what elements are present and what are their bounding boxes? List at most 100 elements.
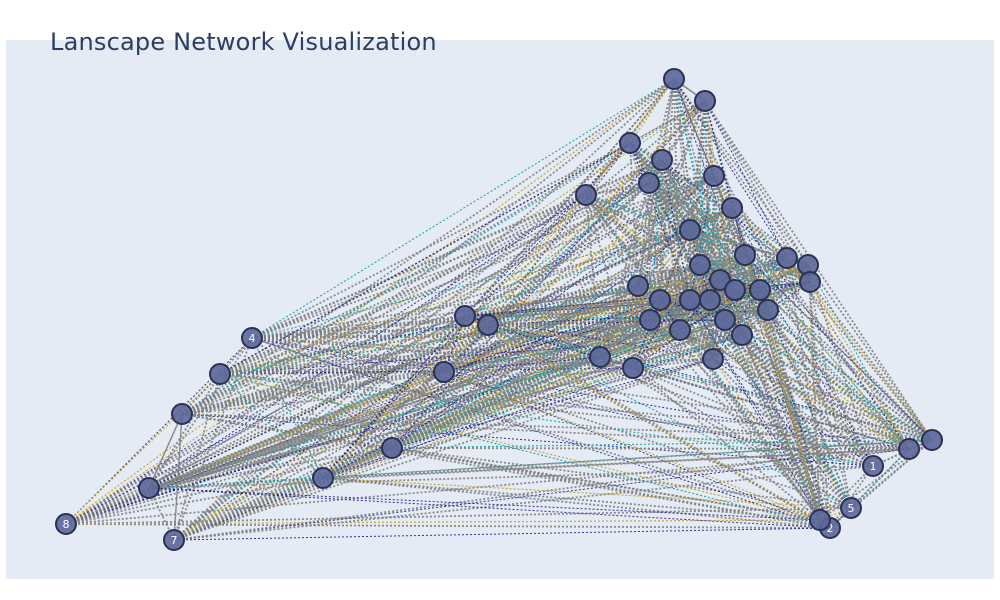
edge-142: [731, 207, 874, 467]
edge-582: [731, 207, 910, 450]
node-n18[interactable]: [622, 357, 644, 379]
edge-49: [173, 175, 715, 541]
node-n27[interactable]: [679, 289, 701, 311]
node-n26[interactable]: [702, 348, 724, 370]
edge-51: [173, 358, 714, 541]
node-n44[interactable]: [679, 219, 701, 241]
edge-691: [819, 439, 933, 521]
node-n38[interactable]: [749, 279, 771, 301]
edge-19: [65, 299, 691, 525]
node-n8[interactable]: [171, 403, 193, 425]
edge-554: [699, 100, 706, 266]
node-circle: [589, 346, 611, 368]
node-n6[interactable]: 4: [241, 327, 263, 349]
edge-519: [661, 159, 701, 266]
edge-501: [648, 182, 821, 521]
node-n41[interactable]: [709, 269, 731, 291]
edge-188: [148, 367, 634, 489]
edge-354: [464, 315, 933, 441]
edge-438: [629, 142, 691, 301]
node-n32[interactable]: [799, 271, 821, 293]
edge-542: [659, 78, 675, 301]
node-circle: [699, 289, 721, 311]
edge-463: [632, 264, 701, 369]
node-n43[interactable]: [649, 289, 671, 311]
node-n15[interactable]: [575, 184, 597, 206]
edge-57: [173, 448, 910, 541]
edge-695: [649, 319, 933, 441]
edge-735: [659, 254, 746, 301]
edge-291: [391, 371, 445, 449]
edge-36: [173, 373, 221, 541]
edge-229: [181, 413, 910, 450]
edge-491: [648, 175, 715, 184]
edge-5: [65, 477, 324, 525]
edge-386: [487, 289, 736, 326]
node-n19[interactable]: [627, 275, 649, 297]
node-n13[interactable]: [454, 305, 476, 327]
node-n36[interactable]: [809, 509, 831, 531]
node-n21[interactable]: [651, 149, 673, 171]
node-n12[interactable]: [433, 361, 455, 383]
node-n2[interactable]: 7: [163, 529, 185, 551]
node-n20[interactable]: [638, 172, 660, 194]
edge-640: [689, 229, 743, 336]
node-n30[interactable]: [757, 299, 779, 321]
edge-255: [219, 373, 933, 441]
node-n24[interactable]: [703, 165, 725, 187]
edge-218: [181, 285, 639, 415]
edge-314: [391, 229, 691, 449]
node-circle: [663, 68, 685, 90]
node-n39[interactable]: [669, 319, 691, 341]
node-n3[interactable]: 5: [840, 497, 862, 519]
node-n46[interactable]: [724, 279, 746, 301]
edge-674: [734, 281, 811, 291]
edge-714: [679, 289, 761, 331]
node-n7[interactable]: [138, 477, 160, 499]
edge-718: [689, 229, 761, 291]
node-n23[interactable]: [694, 90, 716, 112]
edge-146: [807, 264, 874, 467]
edge-536: [673, 78, 811, 283]
node-n37[interactable]: [689, 254, 711, 276]
edge-203: [148, 264, 701, 489]
edge-573: [709, 175, 715, 301]
node-n16[interactable]: [589, 346, 611, 368]
node-n29[interactable]: [731, 324, 753, 346]
edge-525: [659, 159, 663, 301]
edge-384: [487, 229, 691, 326]
node-n45[interactable]: [699, 289, 721, 311]
node-n40[interactable]: [639, 309, 661, 331]
node-circle: [622, 357, 644, 379]
edge-247: [219, 100, 706, 375]
node-n11[interactable]: [381, 437, 403, 459]
node-n42[interactable]: [734, 244, 756, 266]
node-n33[interactable]: [776, 247, 798, 269]
node-n9[interactable]: [209, 363, 231, 385]
edge-388: [585, 142, 631, 196]
chart-title: Lanscape Network Visualization: [50, 28, 437, 56]
node-n35[interactable]: [921, 429, 943, 451]
node-circle: [639, 309, 661, 331]
node-n17[interactable]: [619, 132, 641, 154]
edge-1: [65, 523, 831, 529]
node-n25[interactable]: [721, 197, 743, 219]
edge-367: [487, 78, 675, 326]
edge-390: [585, 194, 639, 287]
node-n1[interactable]: 8: [55, 513, 77, 535]
edge-740: [689, 229, 736, 291]
node-n22[interactable]: [663, 68, 685, 90]
edge-551: [704, 100, 788, 259]
node-n5[interactable]: 1: [862, 455, 884, 477]
node-circle: [714, 309, 736, 331]
edge-708: [679, 264, 701, 331]
edge-663: [719, 264, 809, 281]
node-n14[interactable]: [477, 314, 499, 336]
edge-95: [148, 487, 831, 529]
node-circle: [776, 247, 798, 269]
edge-492: [648, 182, 714, 360]
node-n28[interactable]: [714, 309, 736, 331]
node-n34[interactable]: [898, 438, 920, 460]
node-n10[interactable]: [312, 467, 334, 489]
